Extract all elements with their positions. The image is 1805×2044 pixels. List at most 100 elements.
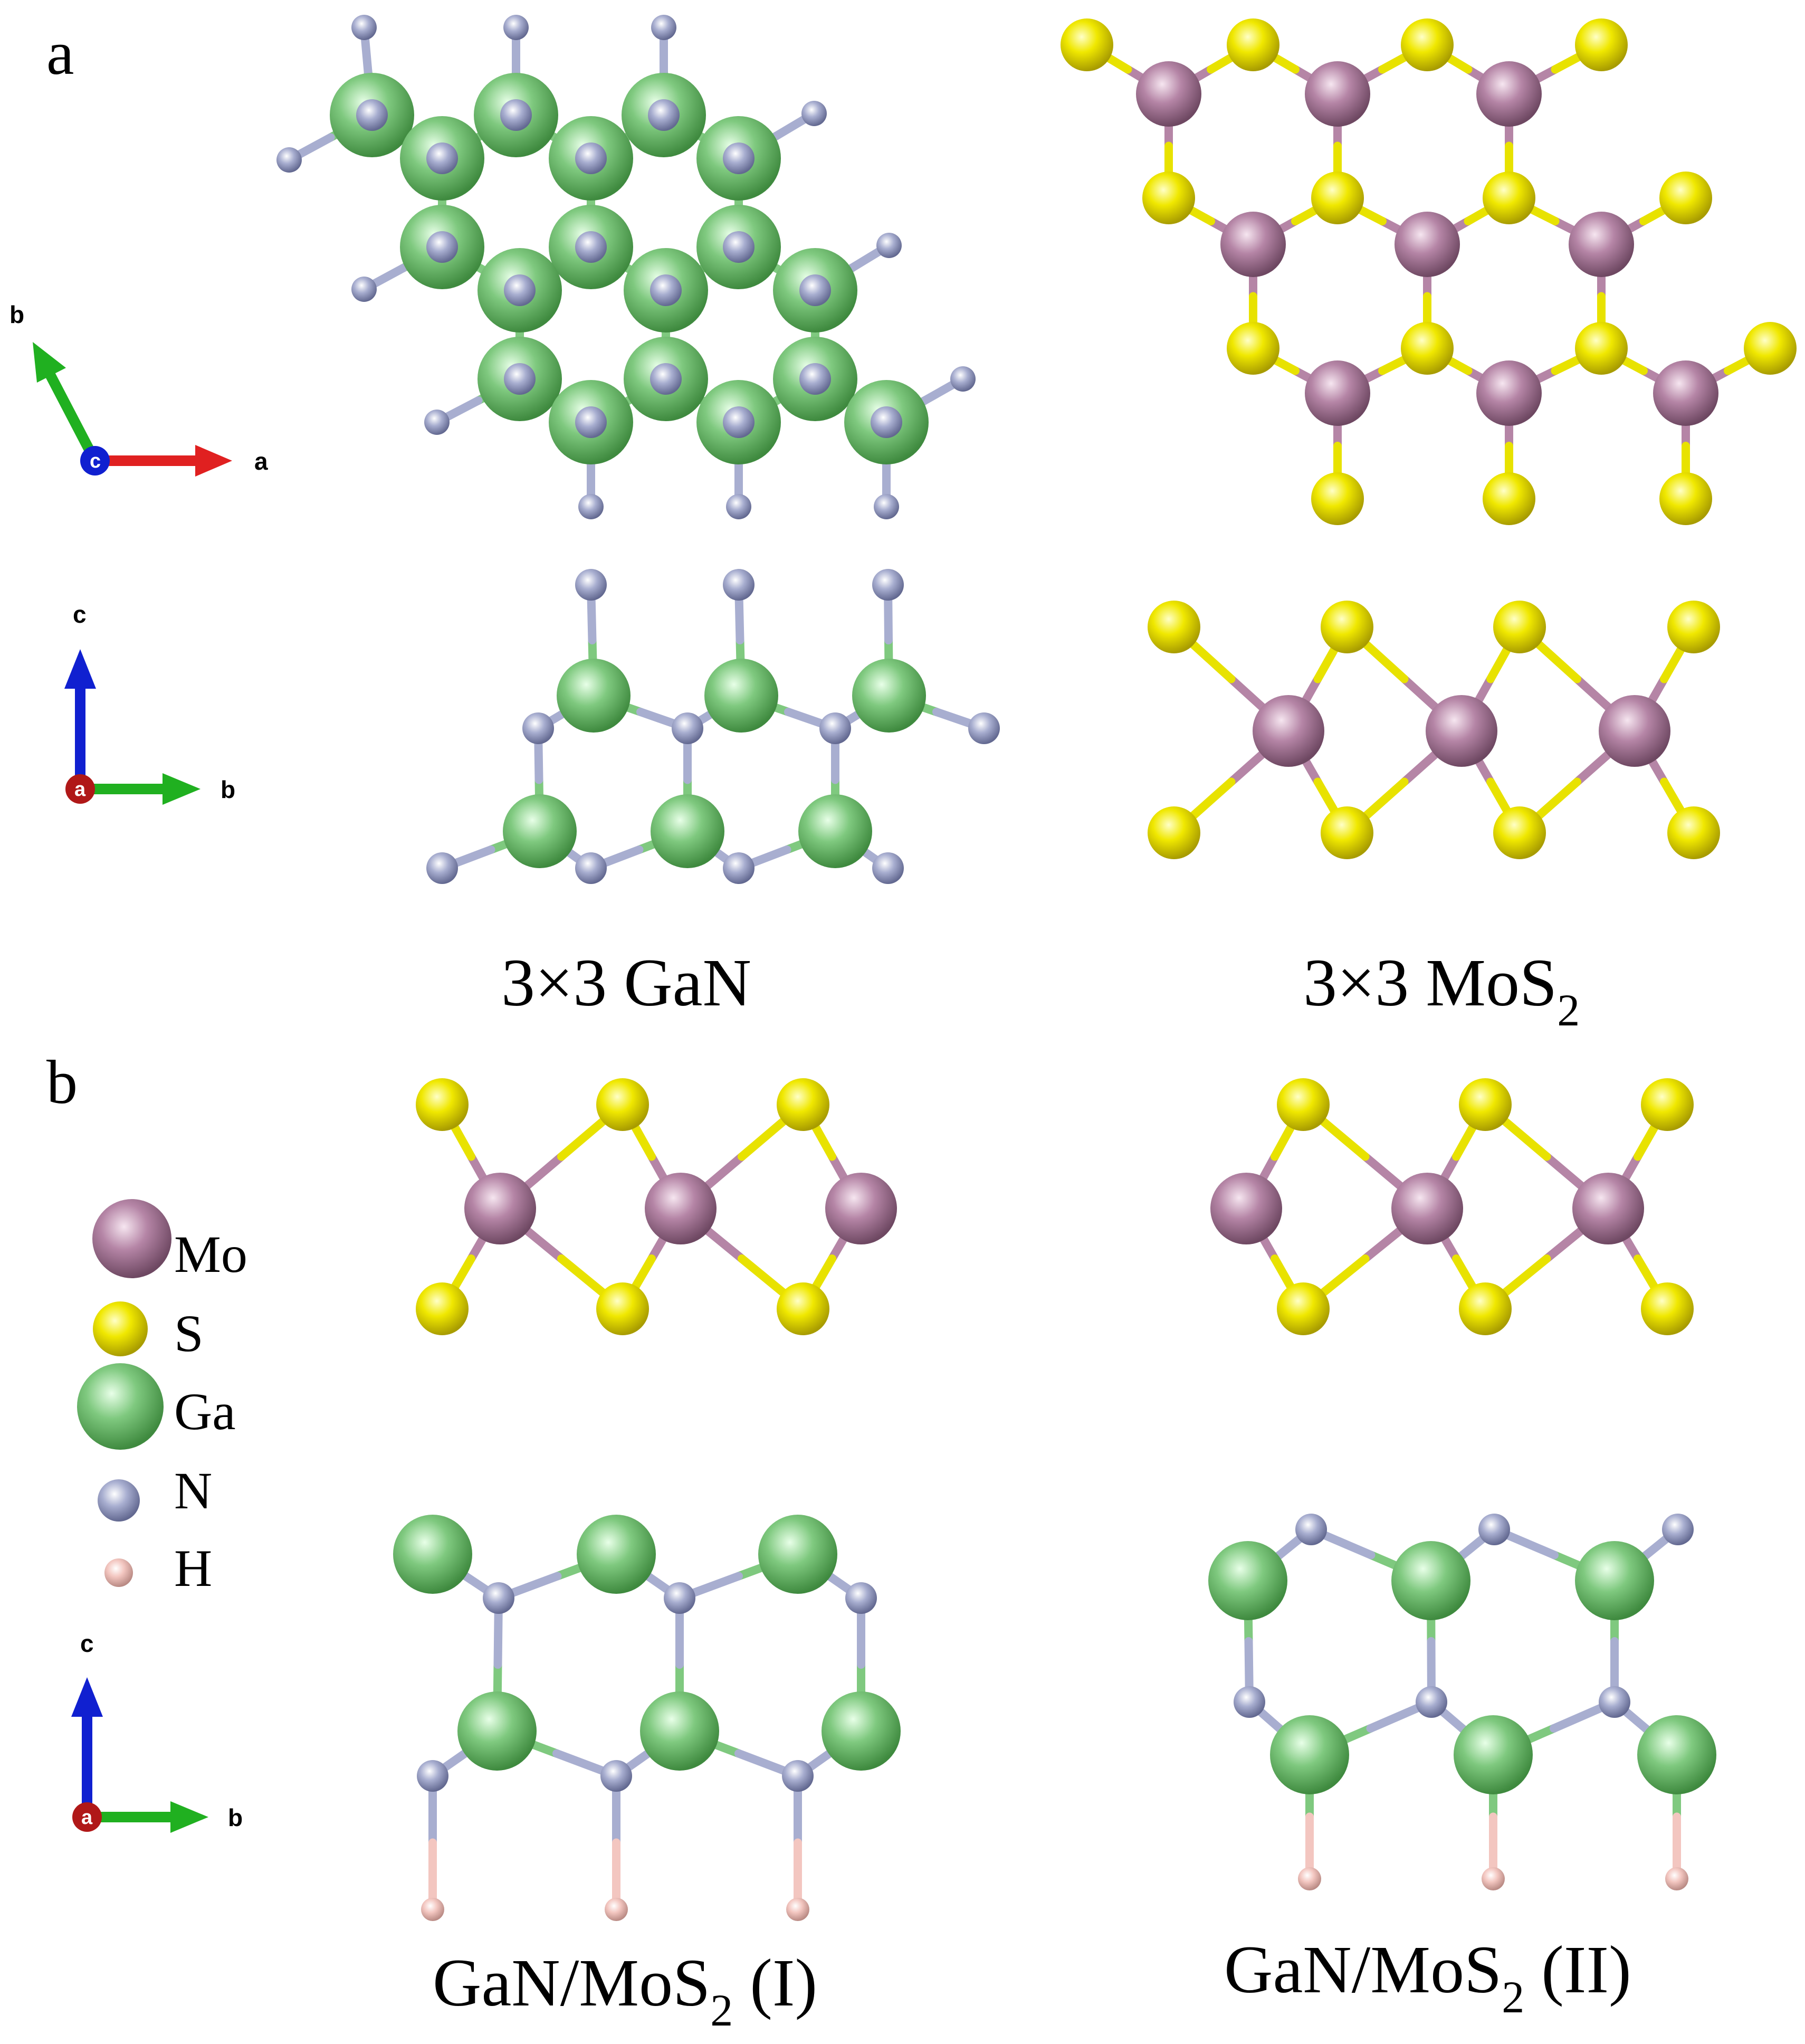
atom-ga — [503, 794, 577, 868]
atom-ga — [1454, 1715, 1533, 1794]
atom-n — [801, 101, 827, 126]
atom-n — [426, 852, 458, 884]
atom-n — [651, 15, 676, 40]
axis-triad-mid: c b a — [64, 601, 235, 805]
atom-mo — [1476, 360, 1542, 426]
atom-ga — [822, 1691, 901, 1771]
atom-n — [503, 15, 529, 40]
atom-n — [500, 99, 532, 131]
atom-ga — [704, 659, 778, 733]
atom-s — [416, 1078, 469, 1131]
axis-label-b: b — [221, 776, 235, 803]
atom-ga — [1270, 1715, 1349, 1794]
axis-label-a: a — [74, 778, 86, 801]
atom-s — [777, 1078, 829, 1131]
atom-n — [356, 99, 388, 131]
atom-s — [1227, 322, 1279, 375]
atom-s — [416, 1282, 469, 1335]
atom-n — [968, 712, 1000, 744]
atom-h — [1482, 1867, 1505, 1890]
atom-n — [723, 569, 755, 601]
caption-het2-sub: 2 — [1502, 1972, 1524, 2022]
atom-n — [575, 142, 607, 174]
atom-mo — [1476, 61, 1542, 127]
atom-h — [1665, 1867, 1688, 1890]
atom-n — [648, 99, 680, 131]
axis-triad-bottom: c b a — [71, 1630, 243, 1833]
atom-n — [483, 1582, 514, 1614]
atom-s — [1493, 806, 1546, 859]
atom-ga — [557, 659, 631, 733]
atom-s — [777, 1282, 829, 1335]
axis-label-b: b — [9, 301, 24, 328]
atom-n — [650, 363, 682, 395]
atom-s — [1401, 322, 1454, 375]
atom-n — [1478, 1514, 1510, 1545]
atom-n — [650, 274, 682, 306]
atom-n — [845, 1582, 877, 1614]
atom-n — [872, 569, 904, 601]
atom-n — [417, 1760, 448, 1792]
atom-s — [1401, 18, 1454, 71]
atom-n — [578, 494, 604, 519]
atom-s — [1493, 601, 1546, 653]
atom-s — [596, 1282, 649, 1335]
atom-n — [723, 231, 755, 263]
atom-s — [1277, 1282, 1330, 1335]
legend-label-ga: Ga — [174, 1382, 236, 1441]
atom-mo — [1136, 61, 1201, 127]
atom-s — [1744, 322, 1797, 375]
atom-n — [872, 852, 904, 884]
legend-swatch-mo — [92, 1199, 171, 1278]
atom-mo — [825, 1173, 897, 1244]
caption-het1-suffix: (I) — [733, 1945, 817, 2020]
atom-h — [421, 1898, 444, 1921]
legend-label-mo: Mo — [174, 1225, 247, 1284]
atom-mo — [1305, 360, 1370, 426]
atom-s — [1483, 172, 1535, 224]
atoms-layer — [276, 15, 1797, 1921]
atom-n — [874, 494, 899, 519]
axis-a-origin — [65, 774, 95, 804]
caption-het1-main: GaN/MoS — [433, 1945, 710, 2020]
axis-triad-top: a b c — [9, 301, 268, 477]
caption-mos2: 3×3 MoS2 — [1303, 945, 1580, 1035]
atom-n — [1234, 1686, 1265, 1718]
atom-ga — [1208, 1541, 1287, 1620]
caption-gan: 3×3 GaN — [501, 945, 751, 1020]
axis-c-arrowhead — [71, 1677, 103, 1717]
atom-s — [596, 1078, 649, 1131]
atom-mo — [1210, 1173, 1282, 1244]
caption-heterostructure-1: GaN/MoS2 (I) — [433, 1945, 817, 2036]
caption-heterostructure-2: GaN/MoS2 (II) — [1224, 1932, 1631, 2022]
atom-n — [876, 233, 902, 258]
atom-ga — [758, 1515, 837, 1594]
atom-ga — [1637, 1715, 1716, 1794]
atom-s — [1148, 806, 1200, 859]
atom-s — [1659, 172, 1712, 224]
atom-n — [726, 494, 751, 519]
atom-s — [1459, 1078, 1512, 1131]
atom-n — [1416, 1686, 1447, 1718]
axis-label-a: a — [254, 448, 268, 475]
atom-n — [426, 231, 458, 263]
atom-n — [504, 274, 536, 306]
axis-label-c: c — [73, 601, 87, 628]
atom-mo — [1391, 1173, 1463, 1244]
atom-n — [1295, 1514, 1327, 1545]
atom-ga — [1575, 1541, 1654, 1620]
atom-h — [1298, 1867, 1321, 1890]
panel-label-b: b — [46, 1048, 78, 1117]
atom-s — [1667, 601, 1720, 653]
legend-label-h: H — [174, 1539, 212, 1598]
atom-mo — [1599, 695, 1670, 767]
atom-n — [424, 410, 450, 435]
axis-label-c: c — [80, 1630, 94, 1657]
caption-het2-suffix: (II) — [1524, 1932, 1631, 2007]
legend-label-n: N — [174, 1461, 212, 1520]
atom-n — [1599, 1686, 1630, 1718]
axis-a-origin — [72, 1802, 102, 1832]
atom-n — [871, 406, 902, 438]
atom-s — [1148, 601, 1200, 653]
